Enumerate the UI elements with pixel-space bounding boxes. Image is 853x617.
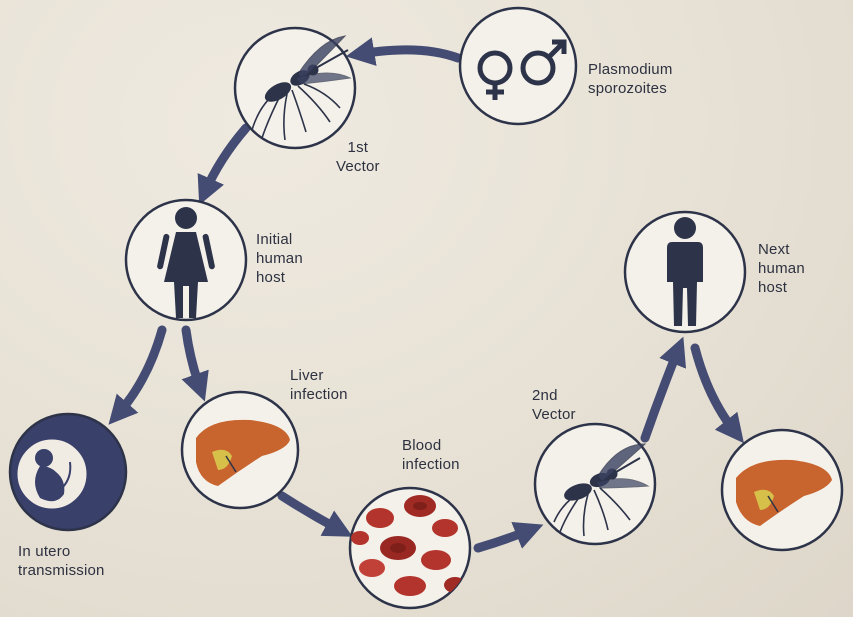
node-in-utero	[10, 414, 126, 530]
node-liver1	[182, 392, 298, 508]
label-liver1: Liver infection	[290, 366, 348, 404]
node-next-host	[625, 212, 745, 332]
label-blood: Blood infection	[402, 436, 460, 474]
arrow-next-host-to-liver2	[695, 348, 735, 432]
arrow-vector1-to-initial-host	[205, 128, 246, 192]
arrow-liver1-to-blood	[282, 496, 340, 530]
node-liver2	[722, 430, 842, 550]
node-vector2	[535, 424, 655, 544]
label-vector2: 2nd Vector	[532, 386, 576, 424]
node-vector1	[235, 28, 355, 148]
arrow-initial-host-to-in-utero	[118, 330, 162, 414]
label-sporozoites: Plasmodium sporozoites	[588, 60, 673, 98]
label-next-host: Next human host	[758, 240, 805, 297]
node-blood	[350, 488, 470, 608]
arrow-initial-host-to-liver1	[186, 330, 200, 388]
label-vector1: 1st Vector	[336, 138, 380, 176]
arrow-vector2-to-next-host	[645, 350, 678, 438]
arrow-blood-to-vector2	[478, 530, 530, 548]
node-sporozoites	[460, 8, 576, 124]
node-initial-host	[126, 200, 246, 320]
label-initial-host: Initial human host	[256, 230, 303, 287]
arrow-sporozoites-to-vector1	[360, 50, 458, 58]
label-in-utero: In utero transmission	[18, 542, 105, 580]
